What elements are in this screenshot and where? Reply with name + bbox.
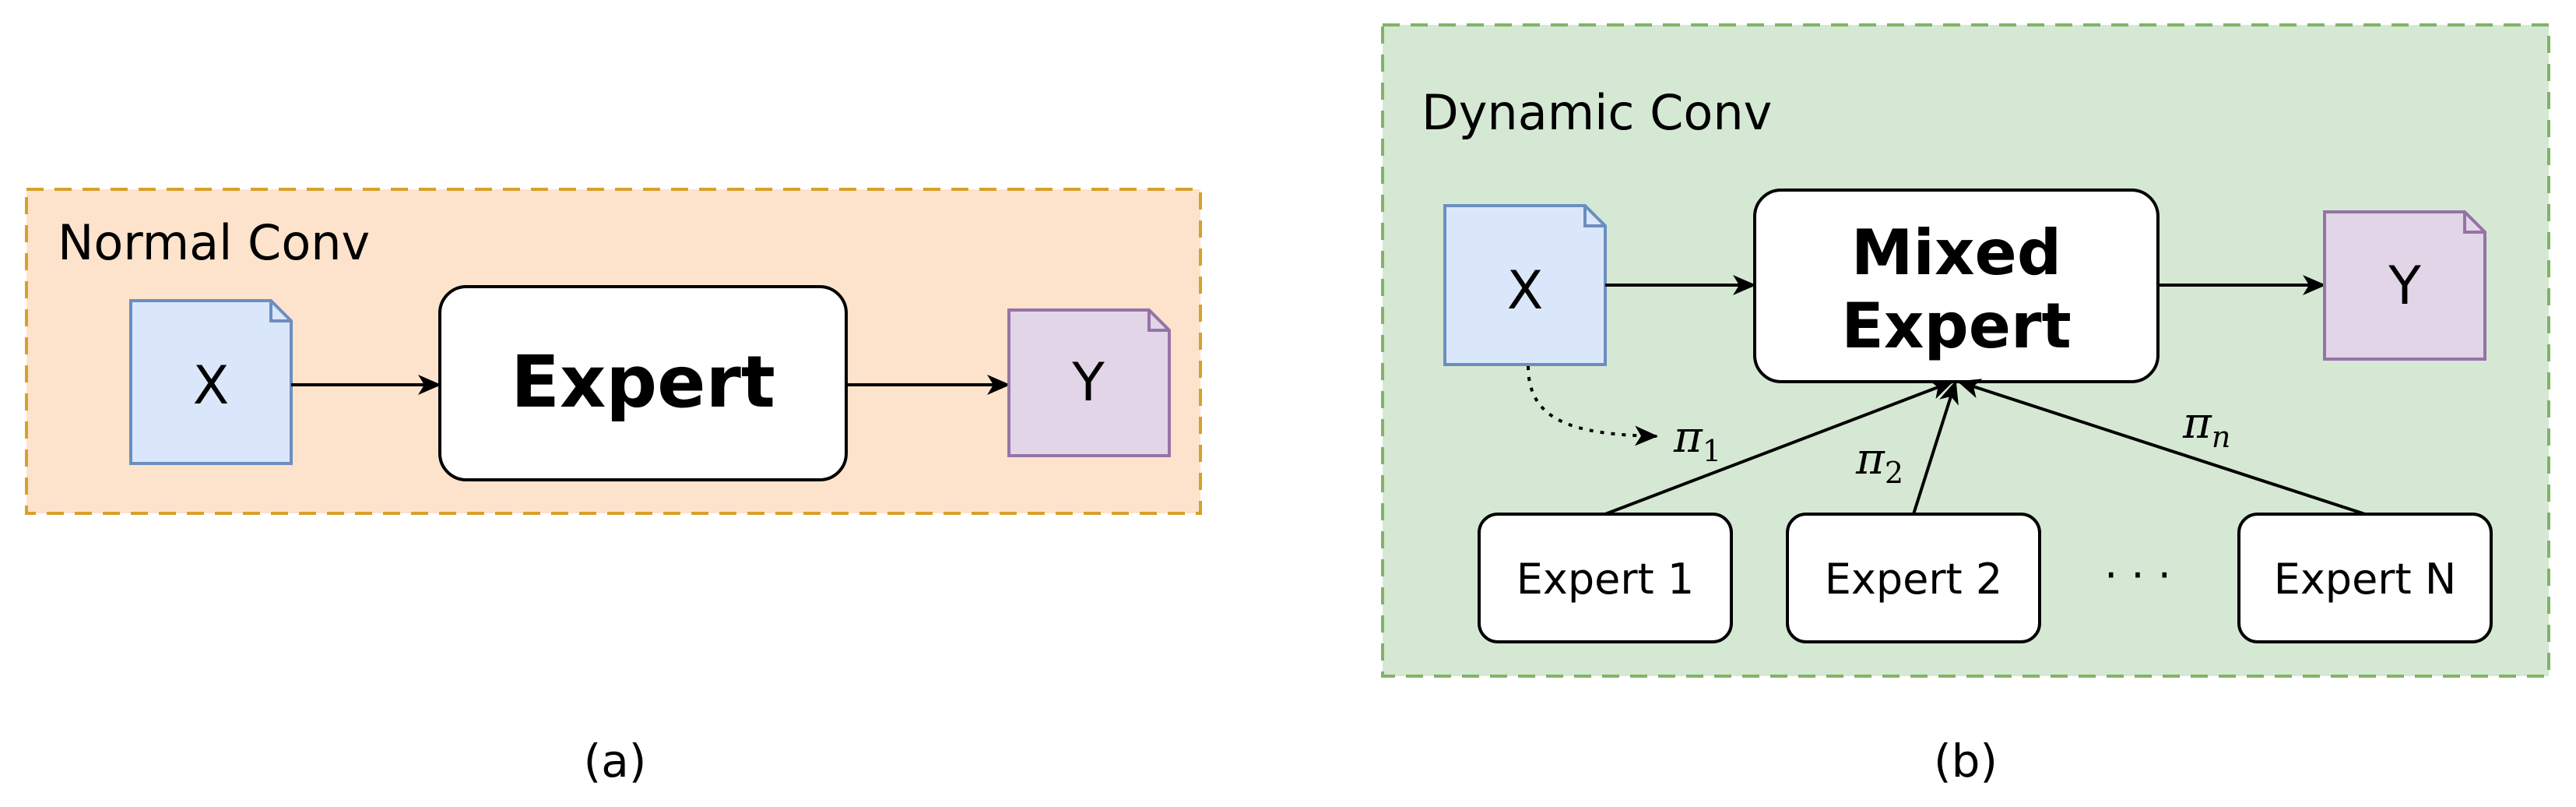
panel-a-input-fold [269,301,291,322]
panel-b-expert-n-label: Expert N [2274,555,2457,604]
panel-b-caption: (b) [1934,735,1998,788]
panel-b: Dynamic Conv X Mixed Expert Y Expert 1 [1381,23,2550,788]
panel-a-output-label: Y [1071,352,1105,414]
panel-b-input-label: X [1507,260,1544,322]
pi2-subscript: 2 [1885,456,1903,490]
panel-a-input-note: X [129,299,293,465]
panel-b-expert-2-label: Expert 2 [1825,555,2002,604]
panel-b-mixed-expert-line1: Mixed [1851,217,2061,289]
panel-b-expert-1: Expert 1 [1478,513,1733,643]
panel-b-ellipsis: · · · [2104,551,2171,600]
pin-subscript: n [2212,420,2230,454]
panel-b-weight-pi1: π1 [1673,412,1721,468]
pi2-symbol: π [1855,434,1885,485]
panel-b-mixed-expert-line2: Expert [1841,290,2071,362]
panel-a-output-note: Y [1007,308,1171,457]
panel-b-title: Dynamic Conv [1422,84,1772,141]
panel-b-arrow-expert-2 [1912,380,1959,515]
panel-a-expert-label: Expert [511,340,775,424]
panel-a-expert-box: Expert [438,285,848,481]
panel-a-caption: (a) [584,735,647,788]
panel-b-arrow-expert-1 [1604,379,1954,516]
panel-a-input-label: X [193,355,230,417]
panel-b-output-shape [2323,210,2486,361]
panel-b-weight-pin: πn [2182,398,2230,454]
panel-b-routing-arrow [1527,365,1658,446]
panel-b-expert-1-label: Expert 1 [1516,555,1694,604]
panel-b-input-note: X [1443,204,1607,366]
panel-b-mixed-expert-box: Mixed Expert [1753,189,2160,383]
panel-b-input-shape [1443,204,1607,366]
panel-b-output-label: Y [2388,255,2421,317]
panel-a-output-fold [1147,310,1169,332]
pin-symbol: π [2182,398,2212,449]
panel-a: Normal Conv X Expert Y (a) [25,188,1202,788]
panel-b-input-fold [1583,206,1605,227]
panel-a-output-shape [1007,308,1171,457]
pi1-subscript: 1 [1703,434,1721,468]
panel-b-expert-n: Expert N [2237,513,2493,643]
panel-a-input-shape [129,299,293,465]
panel-a-title: Normal Conv [58,214,370,271]
panel-b-output-fold [2463,212,2485,234]
panel-b-output-note: Y [2323,210,2486,361]
panel-b-weight-pi2: π2 [1855,434,1903,490]
panel-b-expert-2: Expert 2 [1786,513,2041,643]
panel-b-arrow-expert-n [1957,379,2366,516]
pi1-symbol: π [1673,412,1703,463]
